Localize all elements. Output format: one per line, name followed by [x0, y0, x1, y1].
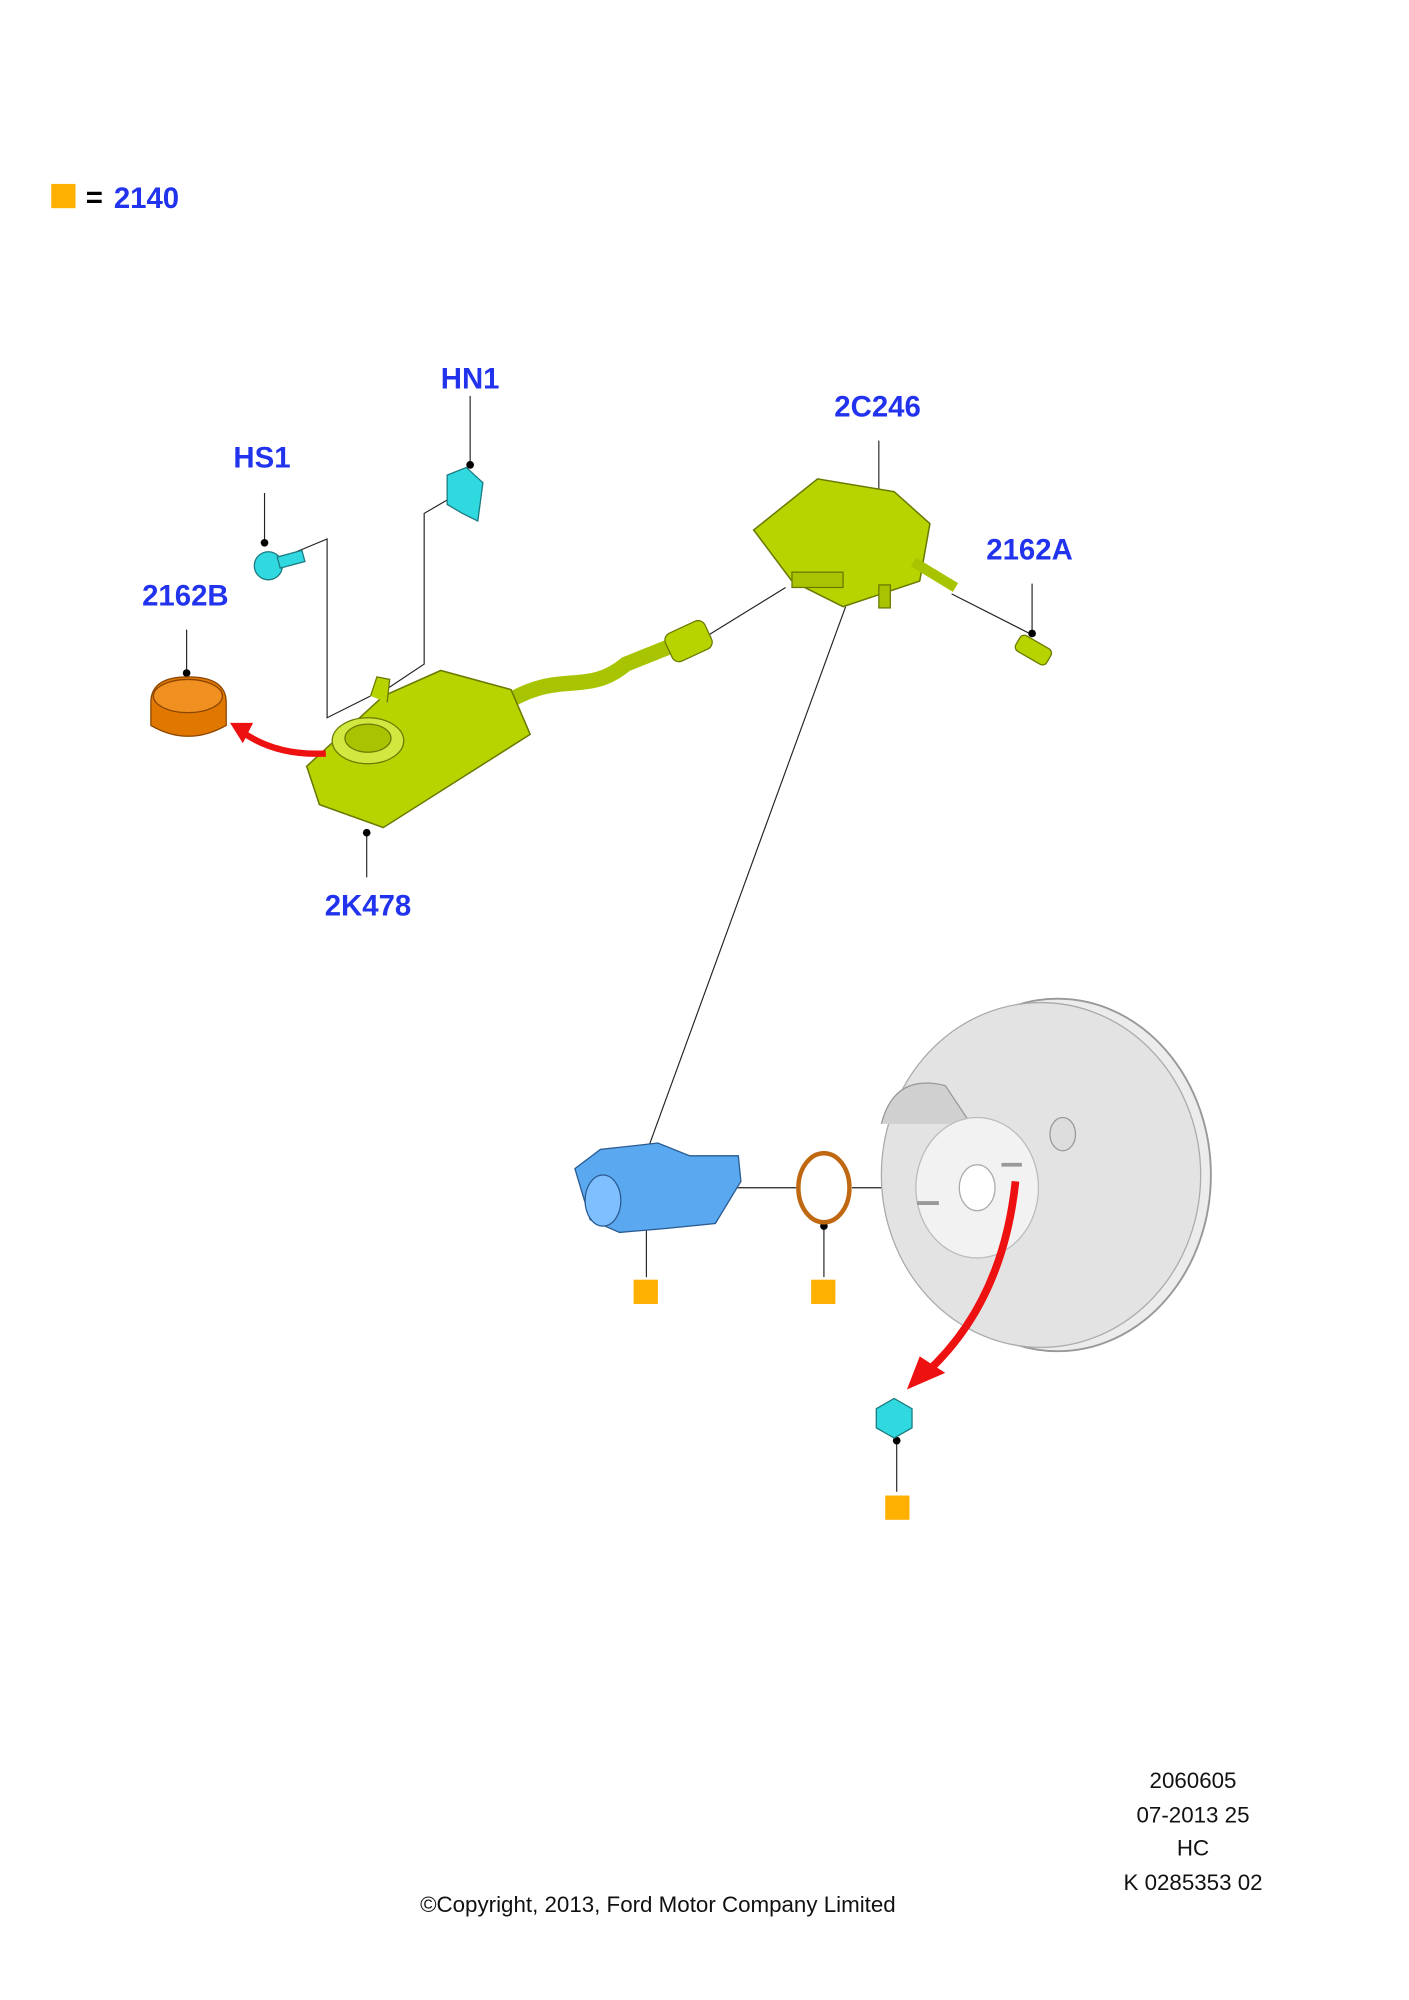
marker-2140-square[interactable] — [633, 1279, 658, 1304]
copyright-notice: ©Copyright, 2013, Ford Motor Company Lim… — [420, 1892, 896, 1917]
legend-equals: = — [86, 181, 103, 214]
reservoir-cap-2162b[interactable] — [150, 676, 227, 737]
label-2c246[interactable]: 2C246 — [834, 390, 921, 423]
legend-square-icon — [51, 183, 76, 209]
arrow-head-icon — [230, 722, 254, 744]
clip-hn1[interactable] — [446, 466, 484, 523]
leader-dots — [182, 461, 1036, 1445]
nut[interactable] — [875, 1397, 913, 1439]
illustration-reference: K 0285353 02 — [1123, 1870, 1262, 1895]
legend-part-number[interactable]: 2140 — [114, 182, 179, 215]
seal-o-ring[interactable] — [796, 1151, 852, 1225]
label-hs1[interactable]: HS1 — [233, 441, 290, 474]
marker-2140-square[interactable] — [811, 1279, 836, 1304]
brake-booster[interactable] — [880, 997, 1212, 1353]
red-arrow-cap — [238, 727, 326, 757]
fitting-2162a[interactable] — [1013, 633, 1053, 666]
red-arrow-nut — [923, 1180, 1020, 1376]
label-2162a[interactable]: 2162A — [986, 533, 1073, 566]
label-hn1[interactable]: HN1 — [441, 362, 500, 395]
reservoir-2c246[interactable] — [752, 478, 959, 609]
bolt-hs1[interactable] — [253, 549, 306, 581]
label-2162b[interactable]: 2162B — [142, 579, 229, 612]
master-cylinder[interactable] — [574, 1142, 742, 1234]
marker-2140-square[interactable] — [885, 1495, 910, 1520]
hose-connector — [664, 619, 713, 663]
label-2k478[interactable]: 2K478 — [325, 890, 412, 923]
illustration-code: HC — [1177, 1836, 1209, 1861]
reservoir-hose — [507, 634, 687, 707]
arrow-head-icon — [906, 1356, 946, 1390]
reservoir-2k478[interactable] — [305, 669, 532, 829]
illustration-number: 2060605 — [1150, 1768, 1237, 1793]
illustration-date: 07-2013 25 — [1137, 1802, 1250, 1827]
